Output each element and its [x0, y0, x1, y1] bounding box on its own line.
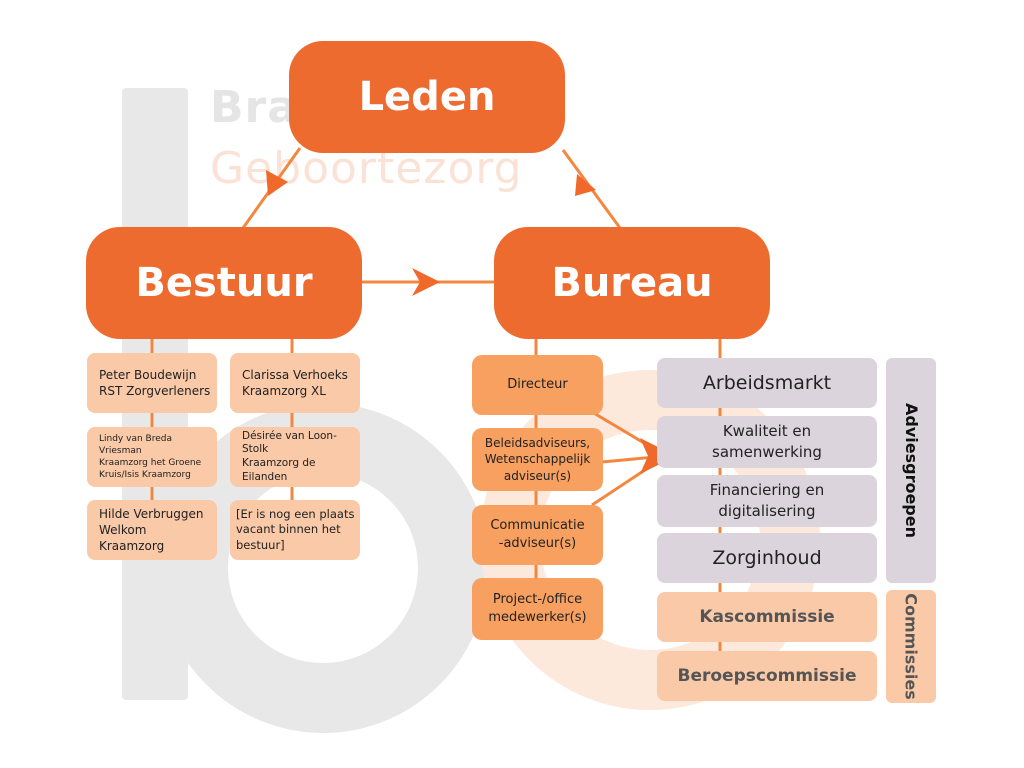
- bureau-staff-beleidsadviseurs: Beleidsadviseurs, Wetenschappelijk advis…: [472, 428, 603, 491]
- bureau-staff-directeur: Directeur: [472, 355, 603, 415]
- commissies-label-text: Commissies: [901, 593, 921, 700]
- bestuur-member: Désirée van Loon- Stolk Kraamzorg de Eil…: [230, 427, 360, 487]
- adviesgroep-item: Arbeidsmarkt: [657, 358, 877, 408]
- member-text: Désirée van Loon- Stolk Kraamzorg de Eil…: [242, 429, 337, 483]
- member-text: Clarissa Verhoeks Kraamzorg XL: [242, 367, 348, 398]
- bestuur-member: Clarissa Verhoeks Kraamzorg XL: [230, 353, 360, 413]
- commissie-item: Beroepscommissie: [657, 651, 877, 701]
- bureau-staff-project: Project-/office medewerker(s): [472, 578, 603, 640]
- node-bureau: Bureau: [494, 227, 770, 339]
- member-text: Peter Boudewijn RST Zorgverleners: [99, 367, 211, 398]
- member-text: Lindy van Breda Vriesman Kraamzorg het G…: [99, 433, 202, 481]
- bestuur-member: [Er is nog een plaats vacant binnen het …: [230, 500, 360, 560]
- adviesgroep-item: Kwaliteit en samenwerking: [657, 416, 877, 468]
- node-leden: Leden: [289, 41, 565, 153]
- adviesgroepen-label-text: Adviesgroepen: [901, 402, 921, 539]
- member-text: [Er is nog een plaats vacant binnen het …: [236, 506, 355, 552]
- adviesgroepen-label: Adviesgroepen: [886, 358, 936, 583]
- bestuur-member: Lindy van Breda Vriesman Kraamzorg het G…: [87, 427, 217, 487]
- adviesgroep-item: Zorginhoud: [657, 533, 877, 583]
- bestuur-member: Hilde Verbruggen Welkom Kraamzorg: [87, 500, 217, 560]
- bureau-staff-communicatie: Communicatie -adviseur(s): [472, 505, 603, 565]
- commissies-label: Commissies: [886, 590, 936, 703]
- adviesgroep-item: Financiering en digitalisering: [657, 475, 877, 527]
- bestuur-member: Peter Boudewijn RST Zorgverleners: [87, 353, 217, 413]
- member-text: Hilde Verbruggen Welkom Kraamzorg: [99, 506, 204, 554]
- commissie-item: Kascommissie: [657, 592, 877, 642]
- node-bestuur: Bestuur: [86, 227, 362, 339]
